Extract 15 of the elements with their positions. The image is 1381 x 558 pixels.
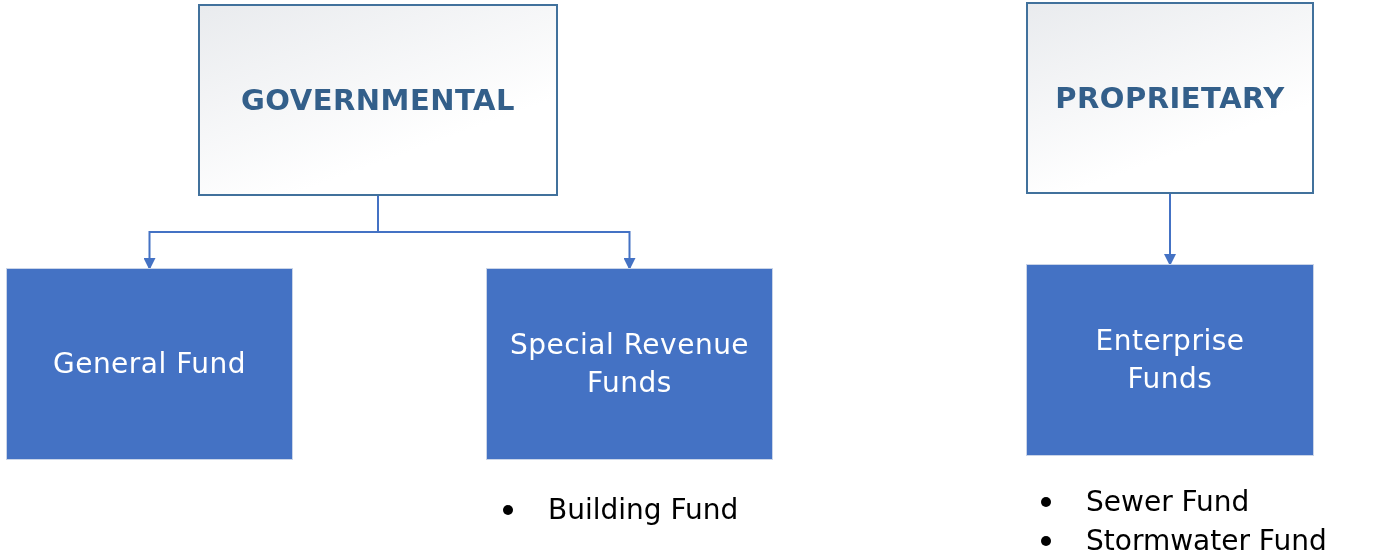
bullet-item: Stormwater Fund [1086, 523, 1327, 558]
bullet-item: Sewer Fund [1086, 484, 1250, 520]
box-label: GOVERNMENTAL [241, 83, 515, 117]
category-box [1026, 2, 1314, 194]
fund-box [486, 268, 773, 460]
box-label: PROPRIETARY [1055, 81, 1285, 115]
box-label: General Fund [52, 346, 247, 383]
box-label: Special Revenue Funds [508, 327, 751, 401]
connector-arrow [1164, 193, 1176, 266]
fund-box [1026, 264, 1314, 456]
bullet-item: Building Fund [548, 492, 739, 528]
fund-box [6, 268, 293, 460]
connector-arrow [377, 195, 636, 270]
category-box [198, 4, 558, 196]
box-label: Enterprise Funds [1094, 323, 1246, 397]
